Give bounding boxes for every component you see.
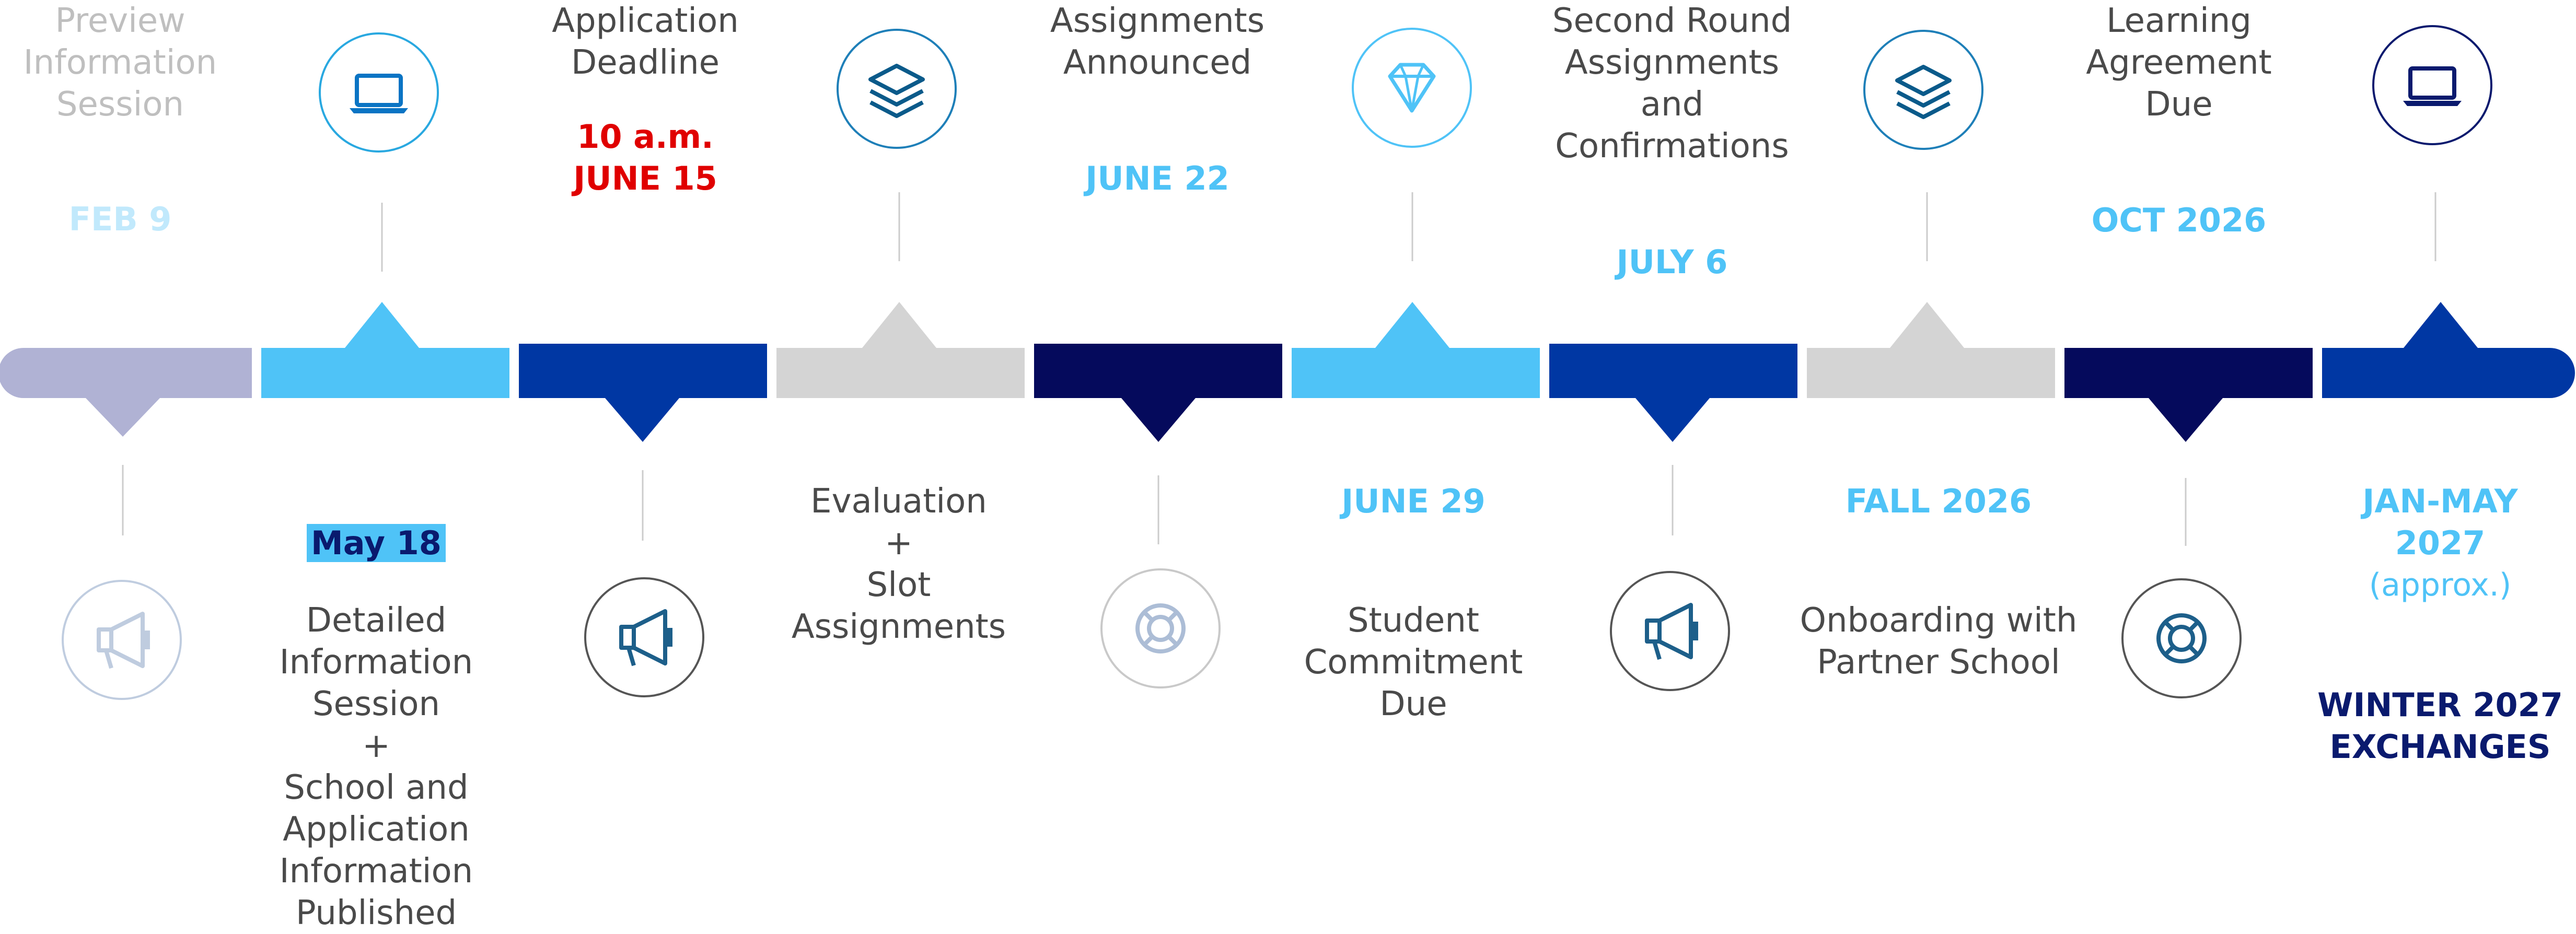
laptop-icon	[2372, 25, 2492, 145]
event-7-title: Second Round Assignments and Confirmatio…	[1552, 2, 1792, 166]
timeline-segment-7	[1549, 344, 1797, 535]
timeline-segment-1	[0, 348, 252, 535]
event-9-date: OCT 2026	[2091, 201, 2267, 239]
timeline-segment-6	[1292, 192, 1540, 398]
event-1-date: FEB 9	[68, 200, 172, 238]
timeline-segment-5	[1034, 344, 1282, 544]
event-1-title: Preview Information Session	[23, 2, 217, 124]
diamond-icon	[1352, 28, 1472, 148]
megaphone-icon	[584, 577, 704, 697]
event-6-title: Student Commitment Due	[1304, 601, 1523, 723]
timeline-segment-8	[1807, 192, 2055, 398]
megaphone-icon	[1610, 571, 1730, 691]
megaphone-icon	[62, 580, 182, 700]
layers-icon	[1863, 30, 1983, 150]
laptop-icon	[319, 32, 439, 153]
lifebuoy-icon	[2121, 578, 2242, 698]
event-4-title: Evaluation + Slot Assignments	[791, 482, 1006, 646]
timeline-segment-9	[2064, 348, 2313, 546]
timeline-segment-4	[776, 192, 1025, 398]
layers-icon	[837, 29, 957, 149]
event-2-date-wrap: May 18	[251, 481, 502, 564]
event-10-title: WINTER 2027 EXCHANGES	[2317, 686, 2563, 766]
event-3-title: Application Deadline	[552, 2, 739, 82]
event-6-date: JUNE 29	[1341, 482, 1486, 520]
event-5-title: Assignments Announced	[1050, 2, 1265, 82]
event-2-date: May 18	[307, 524, 446, 562]
event-5-date: JUNE 22	[1085, 159, 1229, 197]
event-8-date: FALL 2026	[1845, 482, 2032, 520]
event-3-date: 10 a.m. JUNE 15	[573, 118, 717, 197]
timeline-segment-3	[519, 344, 767, 541]
event-9-title: Learning Agreement Due	[2086, 2, 2272, 124]
event-10-date: JAN-MAY 2027	[2362, 482, 2518, 562]
lifebuoy-icon	[1100, 568, 1221, 688]
event-10-date-note: (approx.)	[2369, 567, 2512, 603]
event-2-title: Detailed Information Session + School an…	[279, 601, 473, 932]
event-7-date: JULY 6	[1616, 243, 1728, 281]
timeline-segment-2	[261, 203, 509, 398]
event-8-title: Onboarding with Partner School	[1800, 601, 2078, 682]
timeline-segment-10	[2322, 192, 2575, 398]
